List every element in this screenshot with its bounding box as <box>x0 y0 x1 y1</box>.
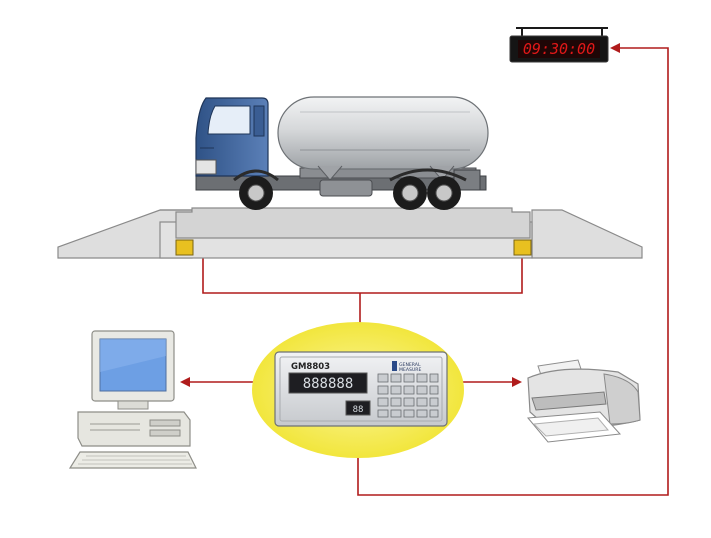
indicator-small-display <box>345 400 371 416</box>
indicator-small-readout: 88 <box>353 405 364 415</box>
truck-wheel <box>427 176 461 210</box>
printer-icon <box>527 359 641 443</box>
weighbridge-platform <box>57 207 643 259</box>
truck-wheel <box>393 176 427 210</box>
indicator-main-readout: 888888 <box>303 376 354 392</box>
indicator-main-display <box>288 372 368 394</box>
connection-wires <box>180 43 669 496</box>
remote-display-icon: 09:30:00 <box>509 27 609 63</box>
weighing-indicator-icon: GM8803 GENERAL MEASURE 888888 88 <box>252 322 464 458</box>
wire-load-cells <box>202 255 523 294</box>
load-cell-icon <box>175 239 194 256</box>
indicator-brand-line1: GENERAL <box>399 362 421 368</box>
load-cell-icon <box>513 239 532 256</box>
truck-icon <box>195 96 489 210</box>
remote-display-readout: 09:30:00 <box>523 40 595 58</box>
wire-to-remote-display <box>357 43 669 496</box>
indicator-model-label: GM8803 <box>291 362 330 372</box>
truck-wheel <box>239 176 273 210</box>
indicator-brand-line2: MEASURE <box>399 367 421 373</box>
computer-icon <box>68 330 197 469</box>
indicator-keypad <box>377 373 439 418</box>
